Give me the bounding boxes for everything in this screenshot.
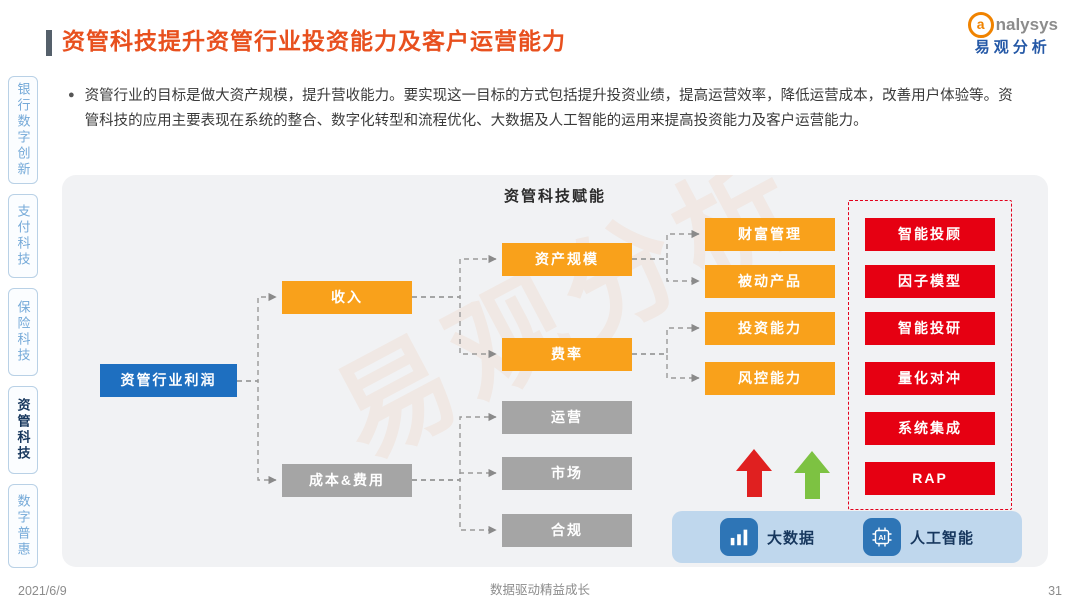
logo-text-cn: 易观分析 — [974, 39, 1051, 56]
page-title: 资管科技提升资管行业投资能力及客户运营能力 — [62, 28, 566, 54]
legend-label-ai: 人工智能 — [909, 529, 974, 547]
growth-arrow-green-icon — [794, 451, 830, 501]
footer-slogan: 数据驱动精益成长 — [489, 583, 590, 597]
intro-text: 资管行业的目标是做大资产规模，提升营收能力。要实现这一目标的方式包括提升投资业绩… — [84, 88, 1013, 129]
intro-block: ● 资管行业的目标是做大资产规模，提升营收能力。要实现这一目标的方式包括提升投资… — [68, 84, 1026, 134]
sidebar-item-digital-inclusion[interactable]: 数字普惠 — [8, 484, 38, 568]
ai-icon-label: AI — [878, 533, 886, 542]
sidebar-item-bank-digital-innovation[interactable]: 银行数字创新 — [8, 76, 38, 184]
tech-item-factor-model: 因子模型 — [865, 265, 995, 298]
node-compliance: 合规 — [502, 514, 632, 547]
diagram-panel: 易观分析 资管科技赋能 资管行业利润 — [62, 175, 1048, 567]
logo-a-icon: a — [967, 12, 994, 38]
tech-item-smart-research: 智能投研 — [865, 312, 995, 345]
logo-wordmark: a nalysys — [967, 12, 1058, 38]
bar-chart-icon — [719, 518, 758, 556]
legend-bar: 大数据 AI 人工智能 — [672, 511, 1022, 563]
node-wealth-management: 财富管理 — [705, 218, 835, 251]
node-aum: 资产规模 — [502, 243, 632, 276]
title-accent-bar — [46, 30, 52, 56]
node-risk-control: 风控能力 — [705, 362, 835, 395]
node-fee-rate: 费率 — [502, 338, 632, 371]
tech-item-rap: RAP — [865, 462, 995, 495]
node-market: 市场 — [502, 457, 632, 490]
sidebar: 银行数字创新 支付科技 保险科技 资管科技 数字普惠 — [8, 76, 40, 568]
node-operations: 运营 — [502, 401, 632, 434]
tech-item-quant-hedging: 量化对冲 — [865, 362, 995, 395]
node-investment-capability: 投资能力 — [705, 312, 835, 345]
sidebar-item-asset-mgmt-tech[interactable]: 资管科技 — [8, 386, 38, 474]
growth-arrow-red-icon — [736, 449, 772, 499]
ai-chip-icon: AI — [862, 518, 901, 556]
legend-item-ai: AI 人工智能 — [862, 518, 974, 556]
footer-date: 2021/6/9 — [18, 584, 67, 598]
legend-item-big-data: 大数据 — [719, 518, 815, 556]
legend-label-big-data: 大数据 — [766, 529, 815, 547]
sidebar-item-insurance-tech[interactable]: 保险科技 — [8, 288, 38, 376]
tech-item-system-integration: 系统集成 — [865, 412, 995, 445]
node-cost-expense: 成本&费用 — [282, 464, 412, 497]
bullet-icon: ● — [68, 89, 75, 101]
node-industry-profit: 资管行业利润 — [100, 364, 237, 397]
sidebar-item-payment-tech[interactable]: 支付科技 — [8, 194, 38, 278]
node-revenue: 收入 — [282, 281, 412, 314]
tech-dashed-frame — [848, 200, 1012, 510]
analysys-logo: a nalysys 易观分析 — [967, 12, 1058, 57]
node-passive-products: 被动产品 — [705, 265, 835, 298]
diagram-title: 资管科技赋能 — [503, 188, 606, 205]
logo-text-en: nalysys — [995, 14, 1058, 34]
footer-page-number: 31 — [1048, 584, 1062, 598]
tech-item-smart-advisory: 智能投顾 — [865, 218, 995, 251]
